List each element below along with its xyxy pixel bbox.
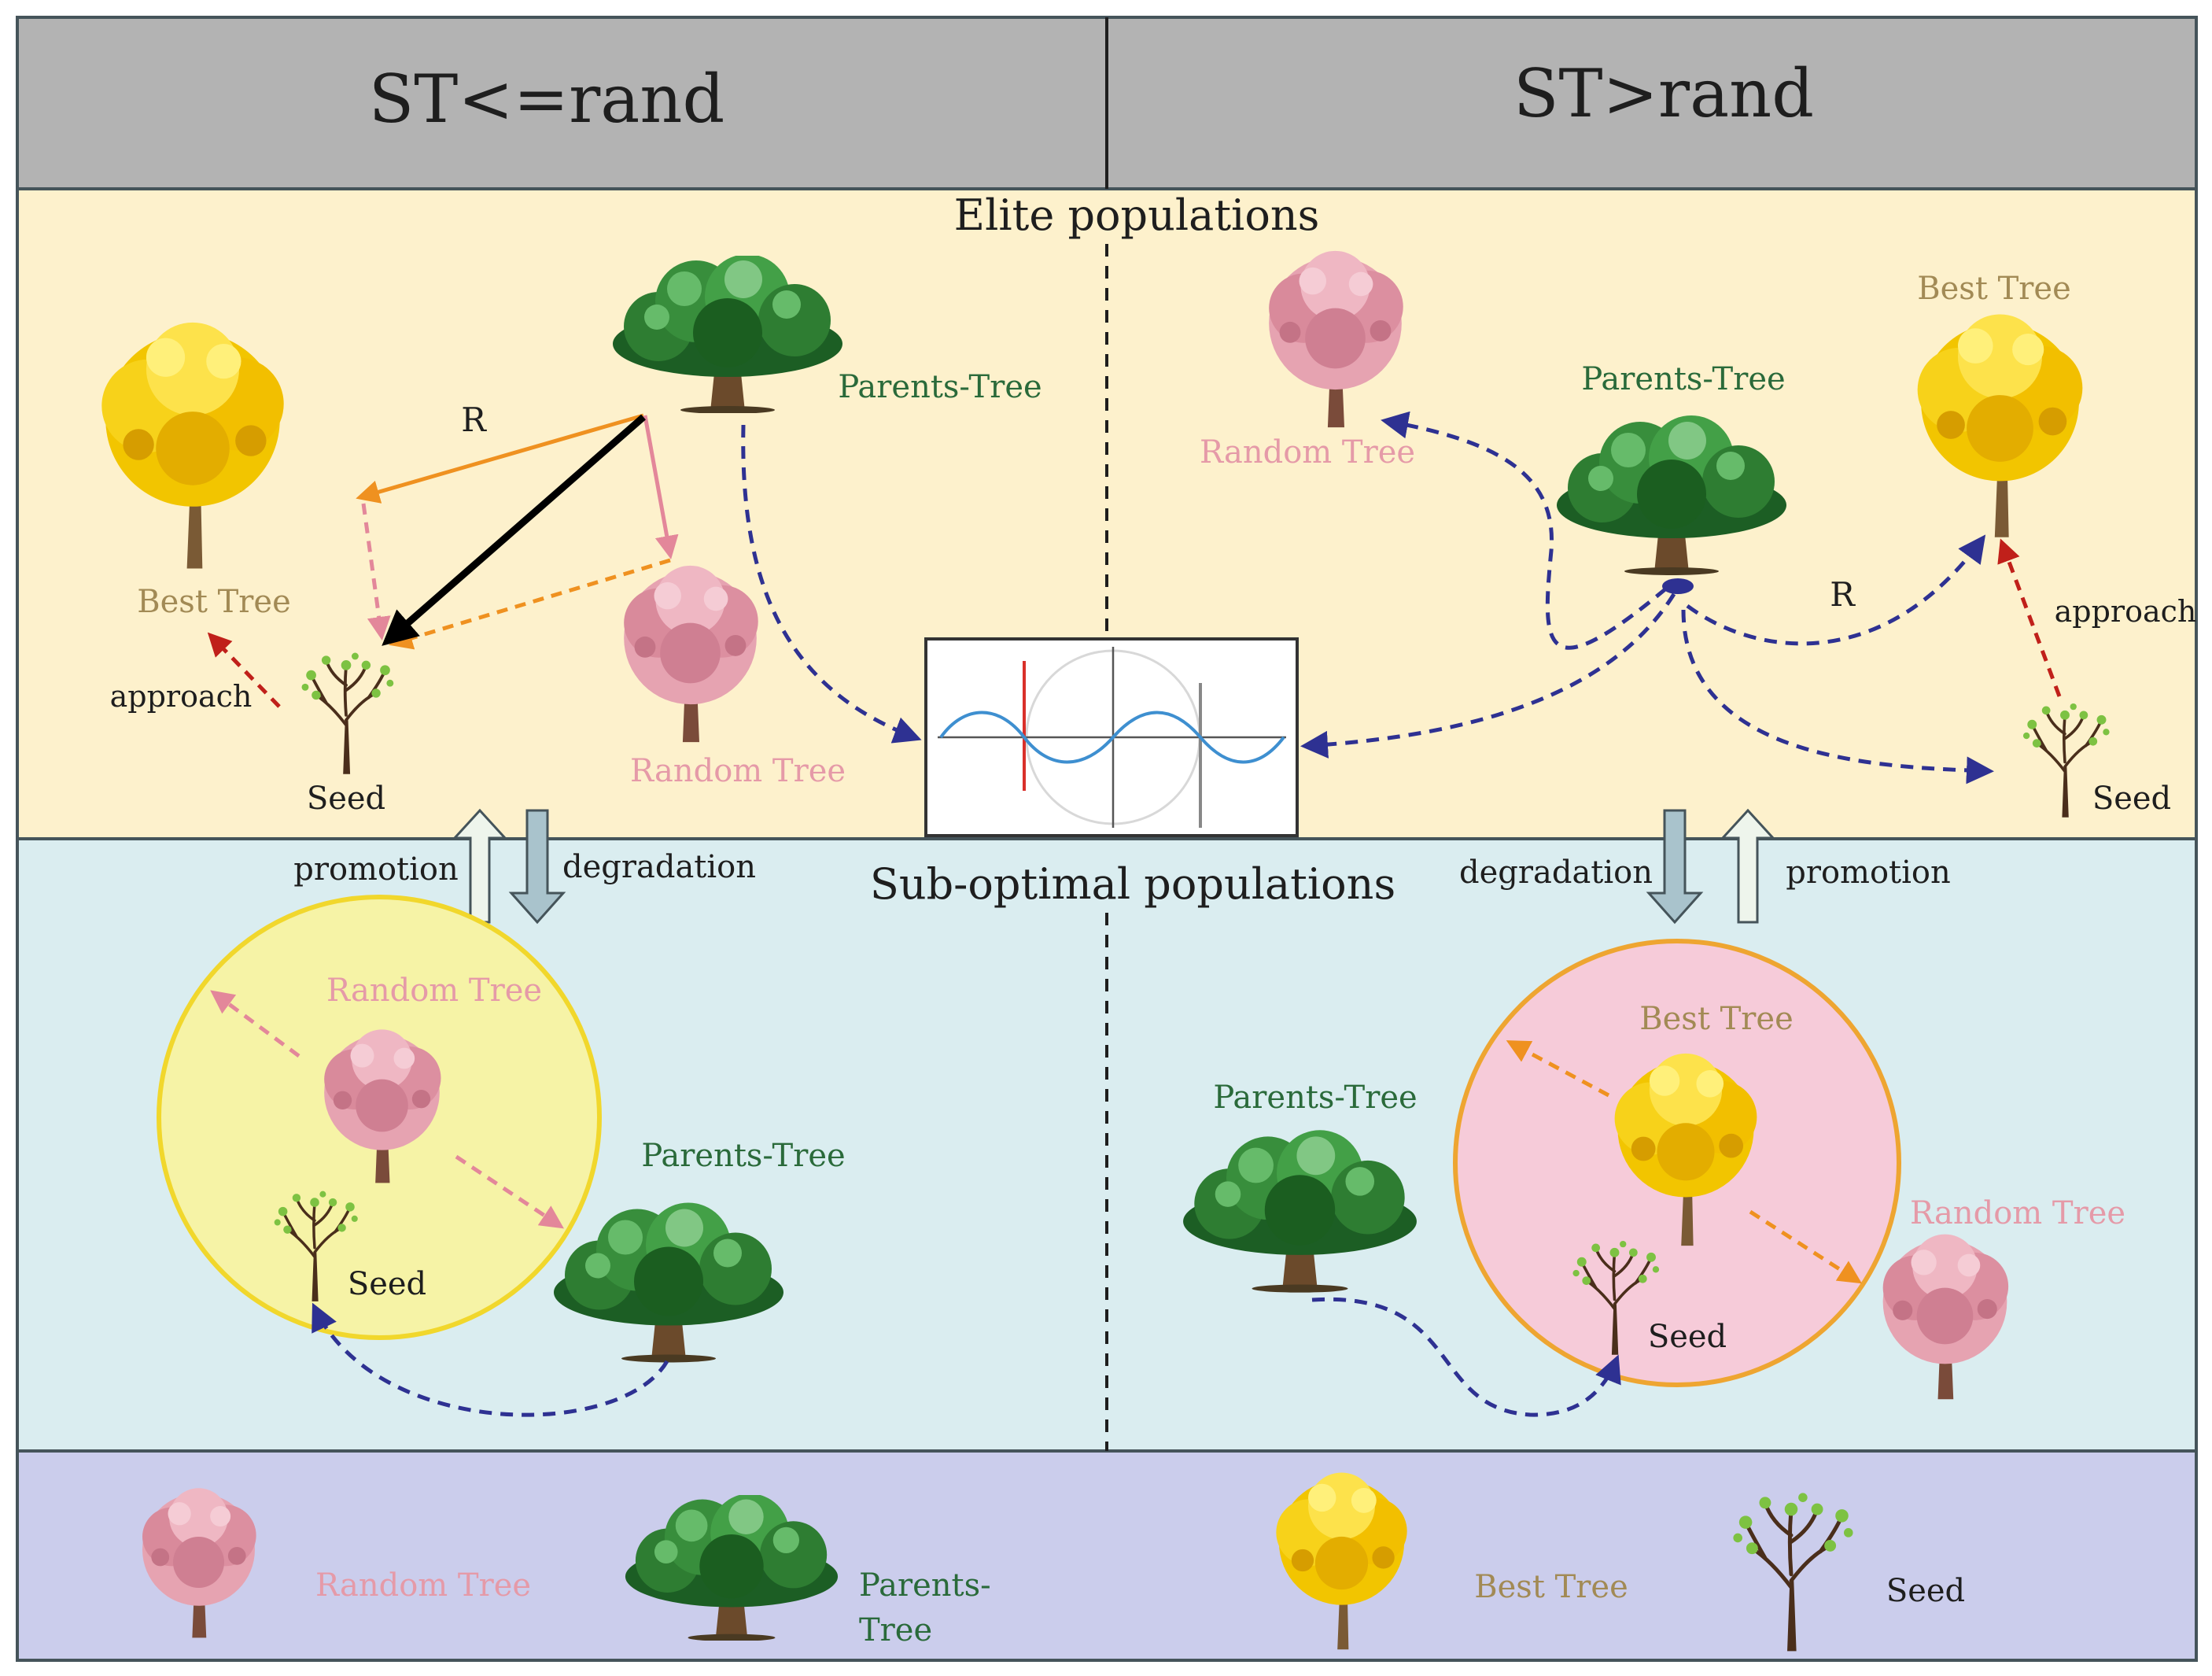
left-degradation-arrow [508, 809, 566, 925]
sub-right-parents-to-seed-arrow [1311, 1297, 1621, 1417]
legend-seed-label: Seed [1886, 1573, 1965, 1609]
parents-to-chart-arrow [1300, 593, 1676, 759]
parents-tree-anchor [1662, 578, 1694, 594]
sub-left-parents-to-seed-arrow [312, 1302, 669, 1417]
elite-left-approach-label: approach [110, 679, 253, 714]
elite-right-approach-arrow [1997, 538, 2062, 697]
elite-right-random-tree-label: Random Tree [1200, 434, 1415, 471]
sub-right-best-tree-label: Best Tree [1639, 1001, 1794, 1037]
left-condition-title: ST<=rand [369, 61, 724, 138]
sub-left-parents-tree-label: Parents-Tree [641, 1138, 845, 1174]
elite-right-r-label: R [1830, 575, 1856, 614]
elite-left-r-label: R [461, 401, 487, 439]
elite-left-approach-arrow [207, 632, 281, 708]
right-promotion-label: promotion [1786, 855, 1951, 891]
resultant-vector-arrow [382, 414, 646, 646]
r-vector-translated-arrow [389, 558, 671, 650]
left-degradation-label: degradation [562, 849, 756, 885]
elite-right-best-tree-label: Best Tree [1917, 271, 2071, 307]
elite-left-best-tree-label: Best Tree [137, 584, 291, 620]
parents-to-seed-arrow [1681, 609, 1994, 784]
elite-left-parents-tree-label: Parents-Tree [838, 369, 1041, 405]
right-degradation-label: degradation [1459, 855, 1653, 891]
elite-left-seed-label: Seed [307, 781, 385, 817]
elite-right-seed-label: Seed [2092, 781, 2171, 817]
left-promotion-label: promotion [293, 851, 459, 888]
legend-parents-tree-label-line1: Parents- [859, 1567, 991, 1604]
parents-to-random-arrow [1381, 411, 1668, 650]
suboptimal-title: Sub-optimal populations [870, 859, 1395, 909]
legend-band [17, 1451, 2196, 1660]
r-vector-arrow [356, 413, 644, 504]
legend-best-tree-label: Best Tree [1474, 1569, 1628, 1605]
elite-title: Elite populations [954, 190, 1320, 240]
sub-right-parents-tree-label: Parents-Tree [1213, 1080, 1417, 1116]
random-vector-translated-arrow [361, 503, 391, 640]
left-promotion-arrow [452, 808, 508, 924]
sub-right-seed-label: Seed [1648, 1319, 1727, 1355]
parents-to-best-arrow [1686, 534, 1986, 646]
elite-right-parents-tree-label: Parents-Tree [1581, 361, 1785, 397]
sine-chart-icon [924, 637, 1299, 837]
right-promotion-arrow [1720, 808, 1776, 924]
left-circle-radius-arrow-down [455, 1154, 564, 1229]
right-circle-radius-arrow-down [1749, 1209, 1863, 1284]
sub-right-random-tree-label: Random Tree [1910, 1195, 2125, 1231]
elite-left-to-chart-arrow [741, 424, 922, 744]
elite-left-random-tree-label: Random Tree [630, 753, 846, 789]
legend-random-tree-label: Random Tree [315, 1567, 531, 1604]
legend-parents-tree-label-line2: Tree [859, 1612, 932, 1648]
right-degradation-arrow [1646, 809, 1704, 925]
elite-right-approach-label: approach [2055, 594, 2197, 629]
random-vector-arrow [643, 415, 679, 559]
right-condition-title: ST>rand [1513, 55, 1814, 132]
sub-left-random-tree-label: Random Tree [326, 973, 542, 1009]
sub-left-seed-label: Seed [348, 1266, 426, 1302]
